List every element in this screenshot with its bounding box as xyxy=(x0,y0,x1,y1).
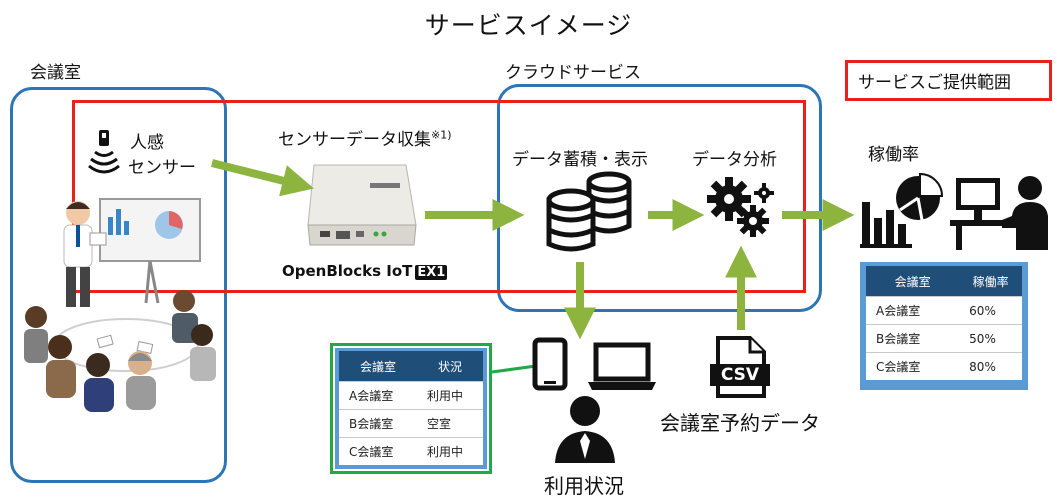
usage-table: 会議室 状況 A会議室 利用中 B会議室 空室 C会議室 利用中 xyxy=(330,343,492,474)
usage-status-c: 利用中 xyxy=(417,437,483,465)
service-range-label: サービスご提供範囲 xyxy=(858,73,1011,93)
sensor-collection-note: ※1) xyxy=(431,128,452,142)
table-row: C会議室 80% xyxy=(866,352,1022,380)
utilization-rate-a: 60% xyxy=(959,296,1022,325)
database-icon xyxy=(545,170,635,255)
utilization-label: 稼働率 xyxy=(868,145,919,165)
usage-room-c: C会議室 xyxy=(339,437,417,465)
utilization-room-c: C会議室 xyxy=(866,352,960,380)
device-model-badge: EX1 xyxy=(415,265,448,280)
utilization-header-rate: 稼働率 xyxy=(959,266,1022,297)
sensor-label-line1: 人感 xyxy=(130,133,164,153)
chart-icon xyxy=(860,172,944,248)
user-at-pc-icon xyxy=(950,172,1050,252)
sensor-label-line2: センサー xyxy=(128,158,196,178)
service-range-frame xyxy=(72,100,806,293)
service-range-legend-box xyxy=(845,60,1052,101)
usage-room-b: B会議室 xyxy=(339,409,417,438)
usage-table-inner: 会議室 状況 A会議室 利用中 B会議室 空室 C会議室 利用中 xyxy=(335,348,487,469)
utilization-rate-c: 80% xyxy=(959,352,1022,380)
meeting-room-label: 会議室 xyxy=(30,63,81,83)
usage-status-label: 利用状況 xyxy=(544,474,624,498)
user-icon xyxy=(545,393,625,463)
laptop-icon xyxy=(586,342,658,392)
utilization-room-a: A会議室 xyxy=(866,296,960,325)
csv-file-icon: CSV xyxy=(710,336,770,398)
table-row: B会議室 空室 xyxy=(339,409,483,438)
usage-header-room: 会議室 xyxy=(339,351,417,382)
tablet-icon xyxy=(532,337,572,392)
table-row: B会議室 50% xyxy=(866,324,1022,353)
data-analysis-label: データ分析 xyxy=(692,150,777,170)
page-title: サービスイメージ xyxy=(424,11,633,40)
utilization-header-room: 会議室 xyxy=(866,266,960,297)
analysis-gears-icon xyxy=(705,175,775,245)
table-row: A会議室 60% xyxy=(866,296,1022,325)
device-brand: OpenBlocks IoT xyxy=(282,262,413,280)
usage-status-b: 空室 xyxy=(417,409,483,438)
utilization-room-b: B会議室 xyxy=(866,324,960,353)
gateway-device-icon xyxy=(300,155,422,255)
cloud-service-label: クラウドサービス xyxy=(505,63,641,83)
sensor-collection-label: センサーデータ収集※1) xyxy=(278,125,452,150)
usage-connector-line xyxy=(491,364,537,374)
sensor-collection-text: センサーデータ収集 xyxy=(278,130,431,150)
usage-room-a: A会議室 xyxy=(339,381,417,410)
table-row: A会議室 利用中 xyxy=(339,381,483,410)
reservation-data-label: 会議室予約データ xyxy=(660,411,820,435)
meeting-illustration xyxy=(22,195,222,415)
cloud-frame xyxy=(497,84,822,312)
usage-header-status: 状況 xyxy=(417,351,483,382)
meeting-room-frame xyxy=(10,87,227,483)
table-row: C会議室 利用中 xyxy=(339,437,483,465)
utilization-table: 会議室 稼働率 A会議室 60% B会議室 50% C会議室 80% xyxy=(860,262,1028,390)
utilization-rate-b: 50% xyxy=(959,324,1022,353)
csv-label: CSV xyxy=(720,365,760,385)
data-store-label: データ蓄積・表示 xyxy=(512,150,648,170)
motion-sensor-icon xyxy=(88,128,122,176)
usage-status-a: 利用中 xyxy=(417,381,483,410)
